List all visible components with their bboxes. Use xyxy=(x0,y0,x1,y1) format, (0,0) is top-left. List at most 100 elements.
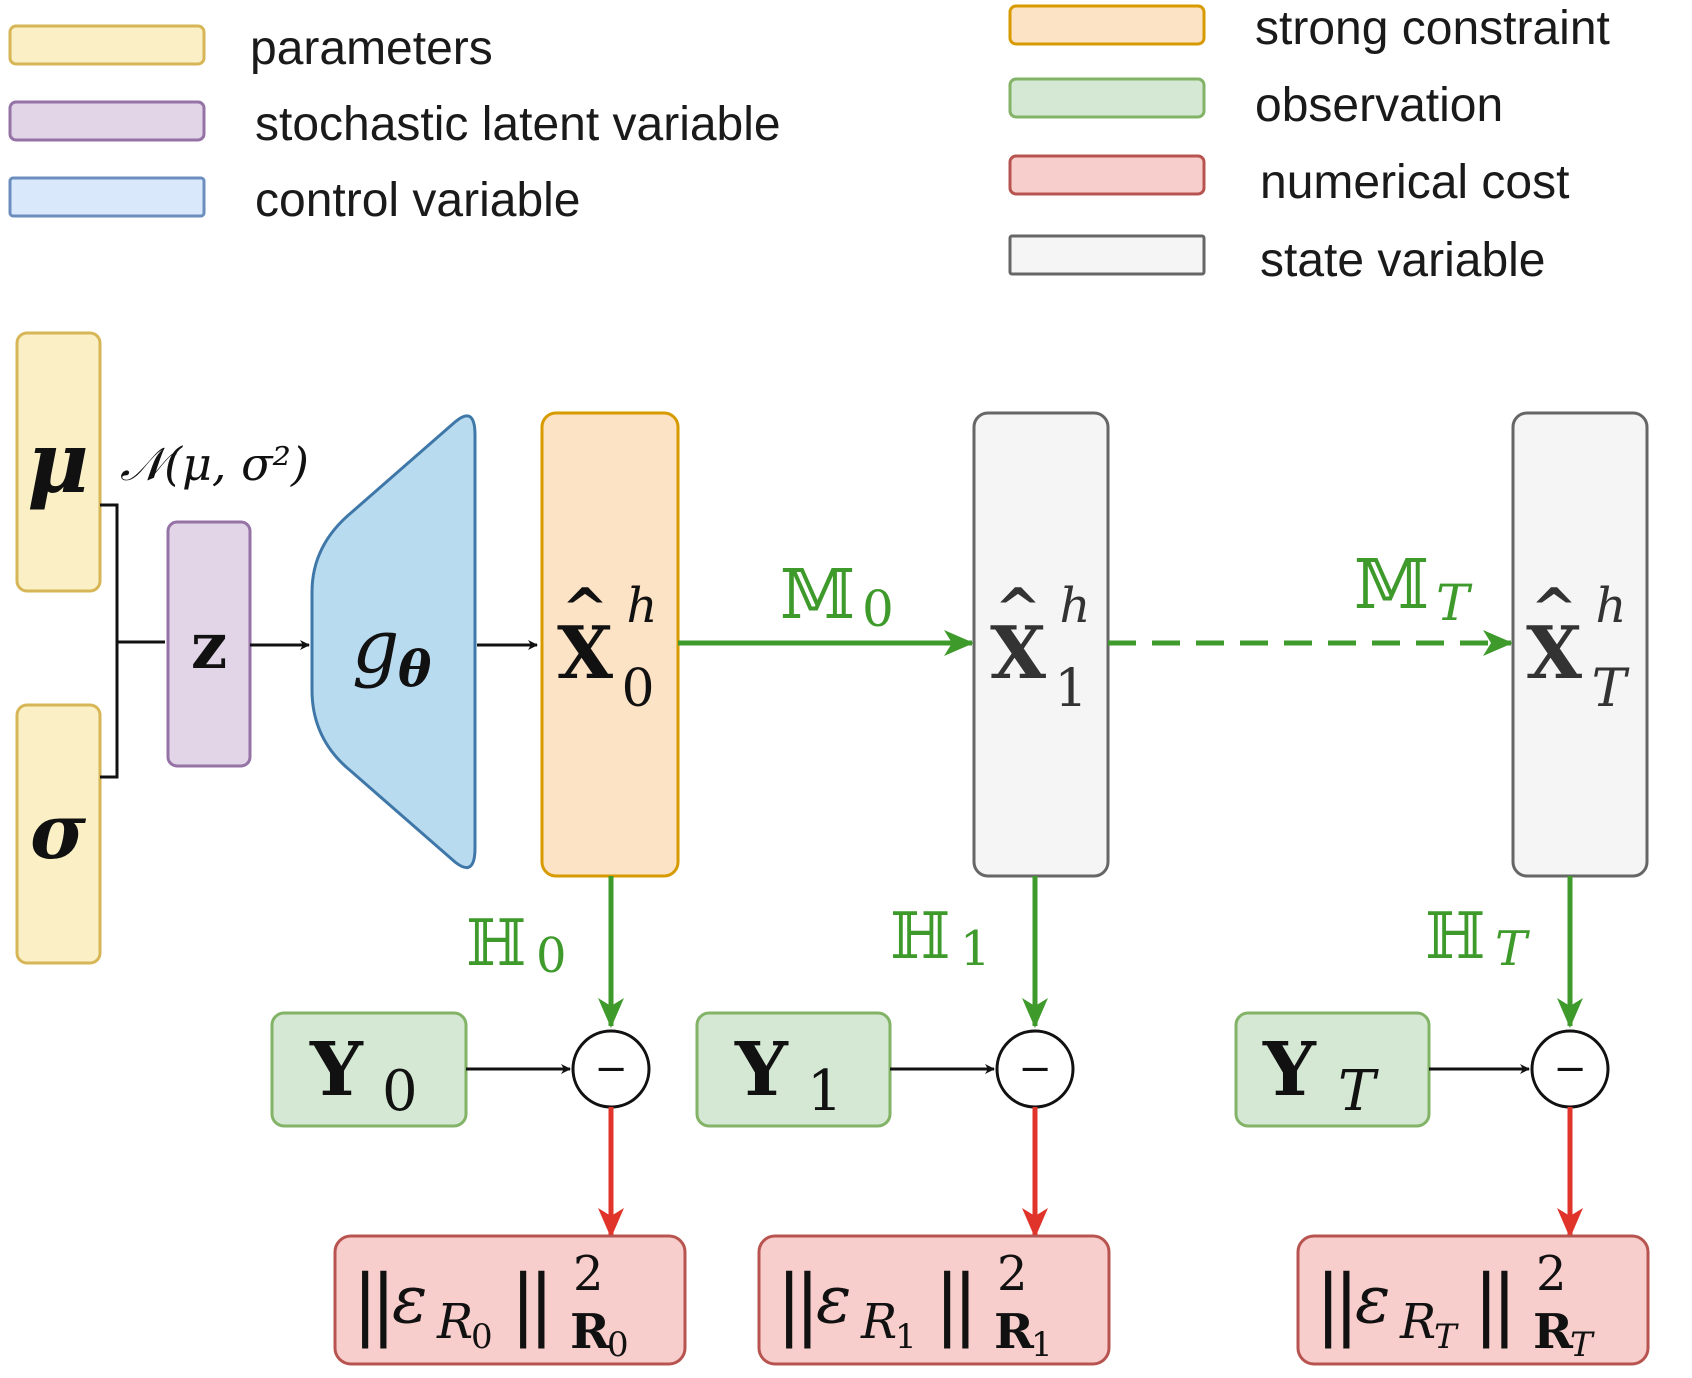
cost-1-eps-sub: R xyxy=(860,1294,897,1350)
legend-swatch-latent xyxy=(8,100,206,142)
decoder-g-theta-shape xyxy=(310,414,477,870)
obs-op-h0-base: ℍ xyxy=(466,907,526,981)
state-x0-sup: h xyxy=(627,578,658,634)
observation-y0-base: Y xyxy=(309,1027,364,1113)
obs-op-h0-sub: 0 xyxy=(536,928,567,984)
cost-box-1: || ε R 1 || 2 R 1 xyxy=(757,1234,1111,1366)
cost-t-eps: ε xyxy=(1355,1261,1390,1338)
cost-1-norm-sub: 1 xyxy=(1031,1325,1053,1365)
legend-swatch-observation xyxy=(1008,77,1206,119)
model-m0-sub: 0 xyxy=(862,580,894,638)
state-xt-sub: T xyxy=(1592,659,1630,719)
legend-item-stochastic-latent-variable: stochastic latent variable xyxy=(8,98,781,151)
legend-item-state-variable: state variable xyxy=(1008,234,1546,287)
legend-item-parameters: parameters xyxy=(8,22,493,75)
cost-0-eps-subsub: 0 xyxy=(471,1317,493,1357)
state-x0-label: X ^ h 0 xyxy=(557,576,657,719)
legend-swatch-parameters xyxy=(8,24,206,66)
obs-op-ht-sub: T xyxy=(1495,921,1530,977)
cost-1-power: 2 xyxy=(997,1246,1028,1302)
cost-t-norm: R xyxy=(1533,1304,1574,1360)
cost-1-rect xyxy=(757,1234,1111,1366)
legend-label-latent: stochastic latent variable xyxy=(255,98,781,151)
legend-item-numerical-cost: numerical cost xyxy=(1008,154,1569,209)
legend-swatch-control xyxy=(8,176,206,218)
cost-1-eps: ε xyxy=(816,1261,851,1338)
state-x0-base: X xyxy=(557,610,613,695)
model-mt-sub: T xyxy=(1436,574,1473,632)
cost-t-eps-sub: R xyxy=(1399,1294,1436,1350)
state-x1-base: X xyxy=(990,610,1046,695)
legend-label-state: state variable xyxy=(1260,234,1546,287)
state-x0-hat: ^ xyxy=(562,576,609,642)
state-x1-hat: ^ xyxy=(995,576,1042,642)
legend-label-control: control variable xyxy=(255,174,581,227)
cost-0-norm: R xyxy=(570,1304,611,1360)
observation-yt-sub: T xyxy=(1338,1059,1379,1124)
legend-swatch-strong-constraint xyxy=(1008,4,1206,46)
decoder-g-label: g xyxy=(352,604,399,690)
cost-box-0: || ε R 0 || 2 R 0 xyxy=(333,1234,687,1366)
latent-z-label: z xyxy=(191,609,227,684)
difference-node-0-symbol: − xyxy=(594,1046,628,1092)
legend-swatch-state xyxy=(1008,234,1206,276)
cost-t-right-bars: || xyxy=(1473,1259,1510,1349)
cost-1-right-bars: || xyxy=(934,1259,971,1349)
cost-t-rect xyxy=(1296,1234,1650,1366)
legend-swatch-numerical-cost xyxy=(1008,154,1206,196)
state-x0-sub: 0 xyxy=(621,659,654,719)
legend-label-numerical-cost: numerical cost xyxy=(1260,156,1569,209)
cost-0-eps-sub: R xyxy=(436,1294,473,1350)
observation-yt-base: Y xyxy=(1262,1027,1317,1113)
legend-item-strong-constraint: strong constraint xyxy=(1008,2,1610,55)
state-xt-label: X ^ h T xyxy=(1526,576,1630,719)
legend-label-strong-constraint: strong constraint xyxy=(1255,2,1610,55)
parameter-bracket xyxy=(100,503,119,779)
legend: parameters stochastic latent variable co… xyxy=(8,2,1610,287)
legend-label-parameters: parameters xyxy=(250,22,493,75)
sigma-label: σ xyxy=(30,787,87,876)
cost-0-rect xyxy=(333,1234,687,1366)
cost-0-eps: ε xyxy=(392,1261,427,1338)
state-x1-sub: 1 xyxy=(1054,659,1087,719)
model-m0-base: 𝕄 xyxy=(780,556,855,635)
cost-1-norm: R xyxy=(994,1304,1035,1360)
cost-1-left-bars: || xyxy=(776,1259,813,1349)
mu-parameter-box xyxy=(15,331,102,593)
difference-node-1-symbol: − xyxy=(1018,1046,1052,1092)
observation-y1-sub: 1 xyxy=(807,1059,843,1124)
model-mt-base: 𝕄 xyxy=(1354,546,1429,625)
state-xt-sup: h xyxy=(1596,578,1627,634)
cost-box-t: || ε R T || 2 R T xyxy=(1296,1234,1650,1366)
cost-t-norm-sub: T xyxy=(1570,1325,1595,1365)
sigma-parameter-box xyxy=(15,703,102,965)
cost-0-right-bars: || xyxy=(510,1259,547,1349)
state-xt-box xyxy=(1511,411,1649,878)
cost-0-left-bars: || xyxy=(352,1259,389,1349)
cost-t-eps-subsub: T xyxy=(1434,1317,1459,1357)
state-x1-sup: h xyxy=(1060,578,1091,634)
normal-distribution-label: 𝒩(μ, σ²) xyxy=(120,437,309,491)
state-x1-label: X ^ h 1 xyxy=(990,576,1090,719)
observation-y0-box xyxy=(270,1011,468,1128)
cost-t-power: 2 xyxy=(1536,1246,1567,1302)
obs-op-h1-base: ℍ xyxy=(890,900,950,974)
mu-label: μ xyxy=(27,413,88,512)
cost-0-norm-sub: 0 xyxy=(607,1325,629,1365)
observation-y1-box xyxy=(695,1011,892,1128)
obs-op-ht-base: ℍ xyxy=(1425,900,1485,974)
observation-y1-base: Y xyxy=(734,1027,789,1113)
legend-label-observation: observation xyxy=(1255,79,1503,132)
cost-t-left-bars: || xyxy=(1315,1259,1352,1349)
obs-op-h1-sub: 1 xyxy=(960,921,991,977)
state-xt-hat: ^ xyxy=(1531,576,1578,642)
decoder-theta-label: θ xyxy=(398,639,432,698)
legend-item-observation: observation xyxy=(1008,77,1503,132)
cost-0-power: 2 xyxy=(573,1246,604,1302)
observation-y0-sub: 0 xyxy=(382,1059,418,1124)
cost-1-eps-subsub: 1 xyxy=(895,1317,917,1357)
legend-item-control-variable: control variable xyxy=(8,174,581,227)
difference-node-t-symbol: − xyxy=(1553,1046,1587,1092)
state-xt-base: X xyxy=(1526,610,1582,695)
